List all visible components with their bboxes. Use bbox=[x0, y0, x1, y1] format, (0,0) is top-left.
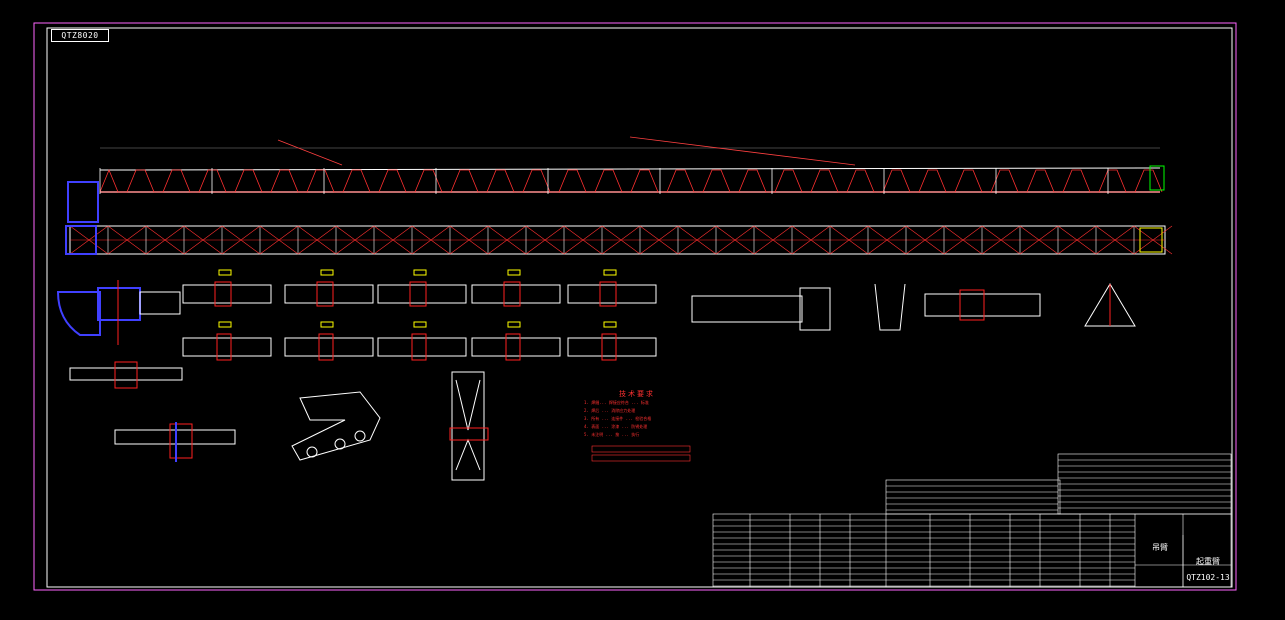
sheave-detail bbox=[449, 371, 489, 481]
root-joint-detail bbox=[56, 280, 181, 345]
outer-frame bbox=[33, 22, 1237, 591]
pin-detail bbox=[69, 361, 236, 462]
tech-note: 2. 焊后 ... 消除应力处理 bbox=[584, 408, 636, 413]
title-part-name: 吊臂 bbox=[1152, 543, 1168, 552]
jib-plan-view bbox=[65, 225, 1173, 255]
drawing-stamp: QTZ8020 bbox=[51, 29, 109, 42]
connector-details bbox=[691, 283, 1041, 331]
tech-note: 5. 未注明 ... 按 ... 执行 bbox=[584, 432, 640, 437]
title-material: 起重臂 bbox=[1196, 557, 1220, 566]
inner-border bbox=[46, 27, 1233, 588]
technical-notes-box bbox=[591, 445, 691, 462]
tech-notes-title: 技术要求 bbox=[619, 390, 655, 398]
section-details bbox=[182, 269, 657, 361]
triangle-section bbox=[1084, 283, 1136, 327]
title-block bbox=[712, 453, 1232, 588]
title-code: QTZ102-13 bbox=[1186, 573, 1230, 582]
tech-note: 1. 焊缝... 焊接应符合 ... 标准 bbox=[584, 400, 649, 405]
jib-elevation bbox=[67, 136, 1165, 223]
tech-note: 4. 表面 ... 涂漆 ... 防锈处理 bbox=[584, 424, 648, 429]
tech-note: 3. 所有 ... 连接件 ... 检验合格 bbox=[584, 416, 652, 421]
truss-diagonals bbox=[99, 168, 1163, 193]
hook-bracket-detail bbox=[291, 391, 381, 461]
